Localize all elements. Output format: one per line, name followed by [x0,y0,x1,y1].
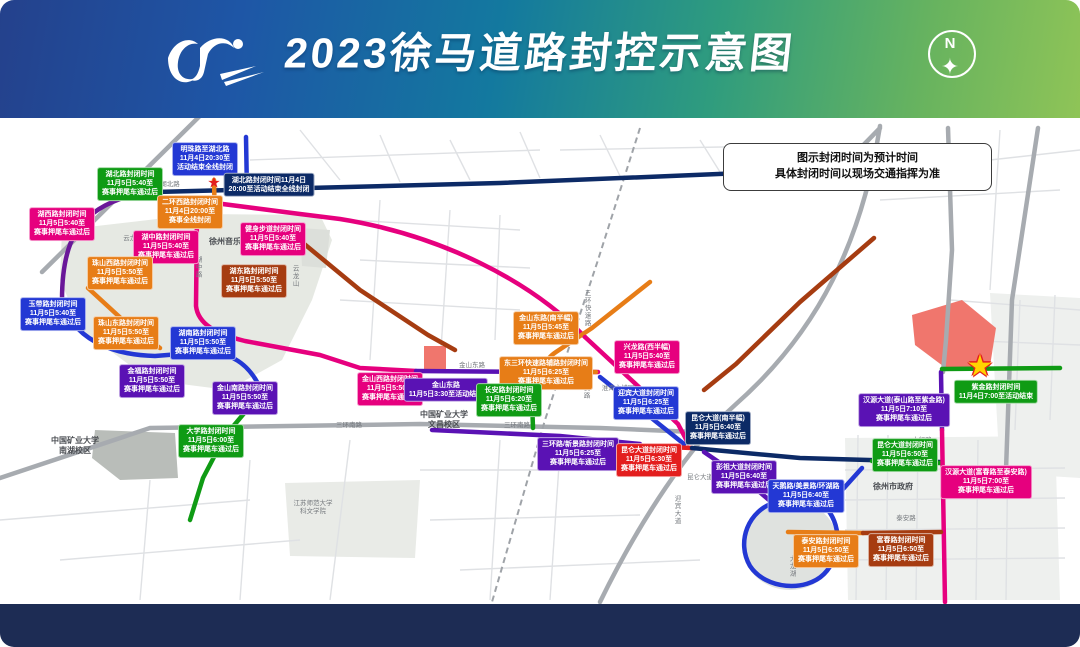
map-place-label: 湖中路 [194,255,202,279]
map-place-label: 昆仑大道 [687,473,713,481]
map-place-label: 徐州音乐厅 [209,237,249,246]
map-place-label: 三环南路 [336,421,362,429]
closure-label-hanyuan-south: 汉源大道(富春路至泰安路)11月5日7:00至赛事押尾车通过后 [940,465,1032,499]
page-title: 2023徐马道路封控示意图 [281,29,798,77]
compass-icon: N ✦ [922,26,978,90]
closure-label-jinshandong-half: 金山东路(南半幅)11月5日5:45至赛事押尾车通过后 [513,311,579,345]
notice-box: 图示封闭时间为预计时间 具体封闭时间以现场交通指挥为准 [723,143,992,191]
closure-label-hanyuan-north: 汉源大道(泰山路至紫金路)11月5日7:10至赛事押尾车通过后 [858,393,950,427]
notice-line-1: 图示封闭时间为预计时间 [797,152,918,165]
map-place-label: 大龙湖 [788,554,796,578]
compass-star-icon: ✦ [940,54,960,79]
star-marker: ★ [966,350,994,383]
event-zone [912,300,996,369]
closure-label-kunlun-south-half: 昆仑大道(南半幅)11月5日6:40至赛事押尾车通过后 [685,411,751,445]
header-banner: 2023徐马道路封控示意图 N ✦ [0,0,1080,118]
map-place-label: 徐州市政府 [873,482,913,491]
map-place-label: 中国矿业大学 南湖校区 [51,436,99,455]
map-place-label: 中国矿业大学 文昌校区 [420,410,468,429]
marathon-logo-icon [168,38,264,86]
map-place-label: 云龙山 [291,264,299,288]
map-place-label: 泰安路 [896,514,916,522]
compass-ring [928,30,976,78]
compass-north-label: N [944,35,956,52]
notice-line-2: 具体封闭时间以现场交通指挥为准 [775,168,940,180]
map-place-label: 三环快速路 [583,289,591,327]
map-place-label: 湖北路 [160,180,180,188]
closure-label-xinglong: 兴龙路(西半幅)11月5日5:40至赛事押尾车通过后 [614,340,680,374]
star-marker: ★ [207,174,221,192]
map-place-label: 迎宾大道 [673,495,681,525]
footer-bar [0,604,1080,647]
event-zone [424,346,446,372]
map-place-label: 金山东路 [459,361,485,369]
map-place-label: 三环南路 [504,421,530,429]
map-place-label: 江苏师范大学 科文学院 [293,499,333,515]
